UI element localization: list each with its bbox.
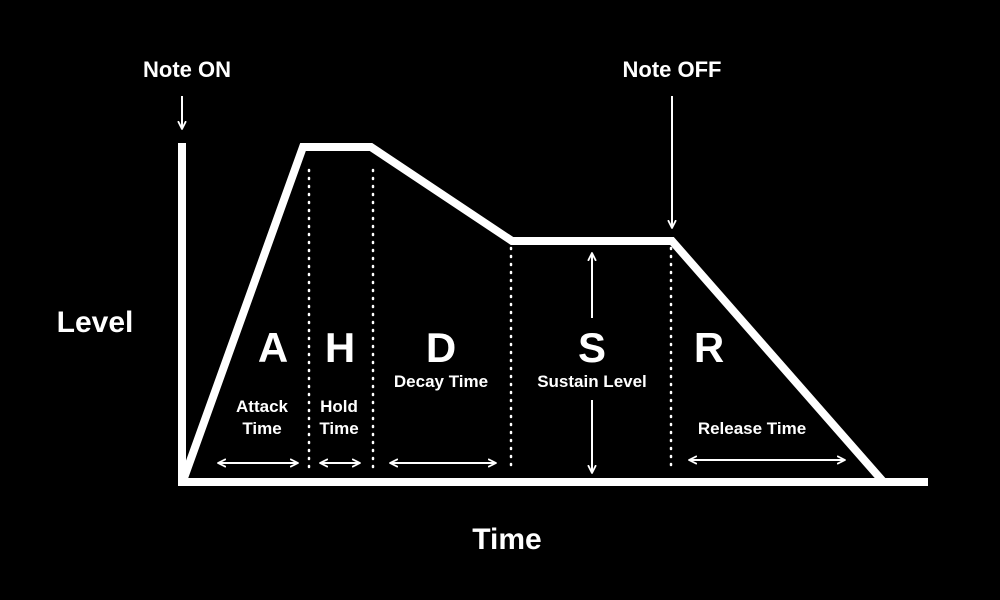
sustain-letter: S bbox=[578, 324, 606, 371]
attack-letter: A bbox=[258, 324, 288, 371]
decay-letter: D bbox=[426, 324, 456, 371]
hold-letter: H bbox=[325, 324, 355, 371]
sustain-desc: Sustain Level bbox=[537, 372, 647, 391]
attack-desc-line2: Time bbox=[242, 419, 281, 438]
attack-desc-line1: Attack bbox=[236, 397, 289, 416]
release-letter: R bbox=[694, 324, 724, 371]
envelope-curve bbox=[178, 143, 886, 484]
hold-desc-line1: Hold bbox=[320, 397, 358, 416]
time-axis-label: Time bbox=[472, 523, 541, 556]
decay-desc: Decay Time bbox=[394, 372, 488, 391]
note-on-label: Note ON bbox=[143, 57, 231, 82]
level-axis-label: Level bbox=[57, 306, 134, 339]
release-desc: Release Time bbox=[698, 419, 806, 438]
hold-desc-line2: Time bbox=[319, 419, 358, 438]
note-off-label: Note OFF bbox=[623, 57, 722, 82]
